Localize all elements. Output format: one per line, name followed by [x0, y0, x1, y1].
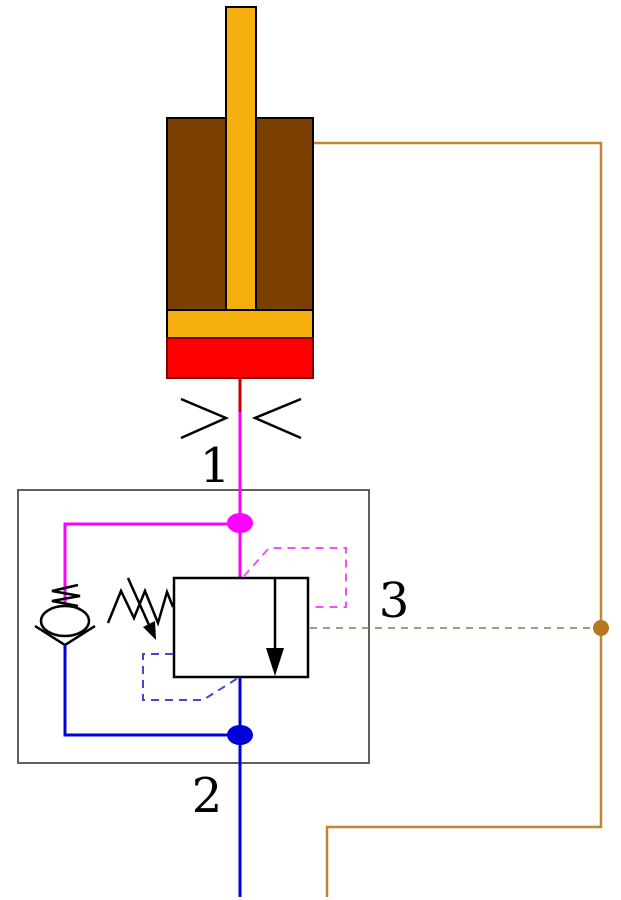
valve-body [172, 576, 310, 679]
check-valve-ball-icon [39, 604, 91, 638]
flow-arrow-icon [266, 648, 284, 676]
port-label-2: 2 [192, 768, 223, 824]
flow-restrictor-icon [180, 397, 302, 440]
pilot-loop-magenta [243, 547, 347, 608]
line-magenta-branch [63, 522, 240, 607]
check-valve-spring-icon [51, 583, 81, 608]
restrictor-right-chevron [251, 397, 302, 440]
piston-rod [225, 6, 257, 312]
restrictor-left-chevron [180, 397, 230, 440]
piston [166, 309, 314, 339]
counterbalance-valve-icon [172, 576, 310, 679]
check-valve-icon [34, 583, 96, 647]
pilot-loop-blue [142, 653, 239, 701]
magenta-junction-dot [227, 513, 253, 533]
port-label-1: 1 [200, 438, 231, 494]
cylinder-chamber-red [166, 337, 314, 379]
port-label-3: 3 [379, 573, 410, 629]
adjustment-arrow-icon [126, 577, 156, 640]
line-blue-branch [63, 645, 230, 737]
supply-pipe-brown [313, 141, 603, 897]
adjustable-spring-icon [106, 587, 175, 627]
blue-junction-dot [227, 725, 253, 745]
hydraulic-cylinder-icon [166, 6, 314, 379]
brown-junction-dot [593, 620, 609, 636]
component-boundary-box [17, 489, 370, 764]
